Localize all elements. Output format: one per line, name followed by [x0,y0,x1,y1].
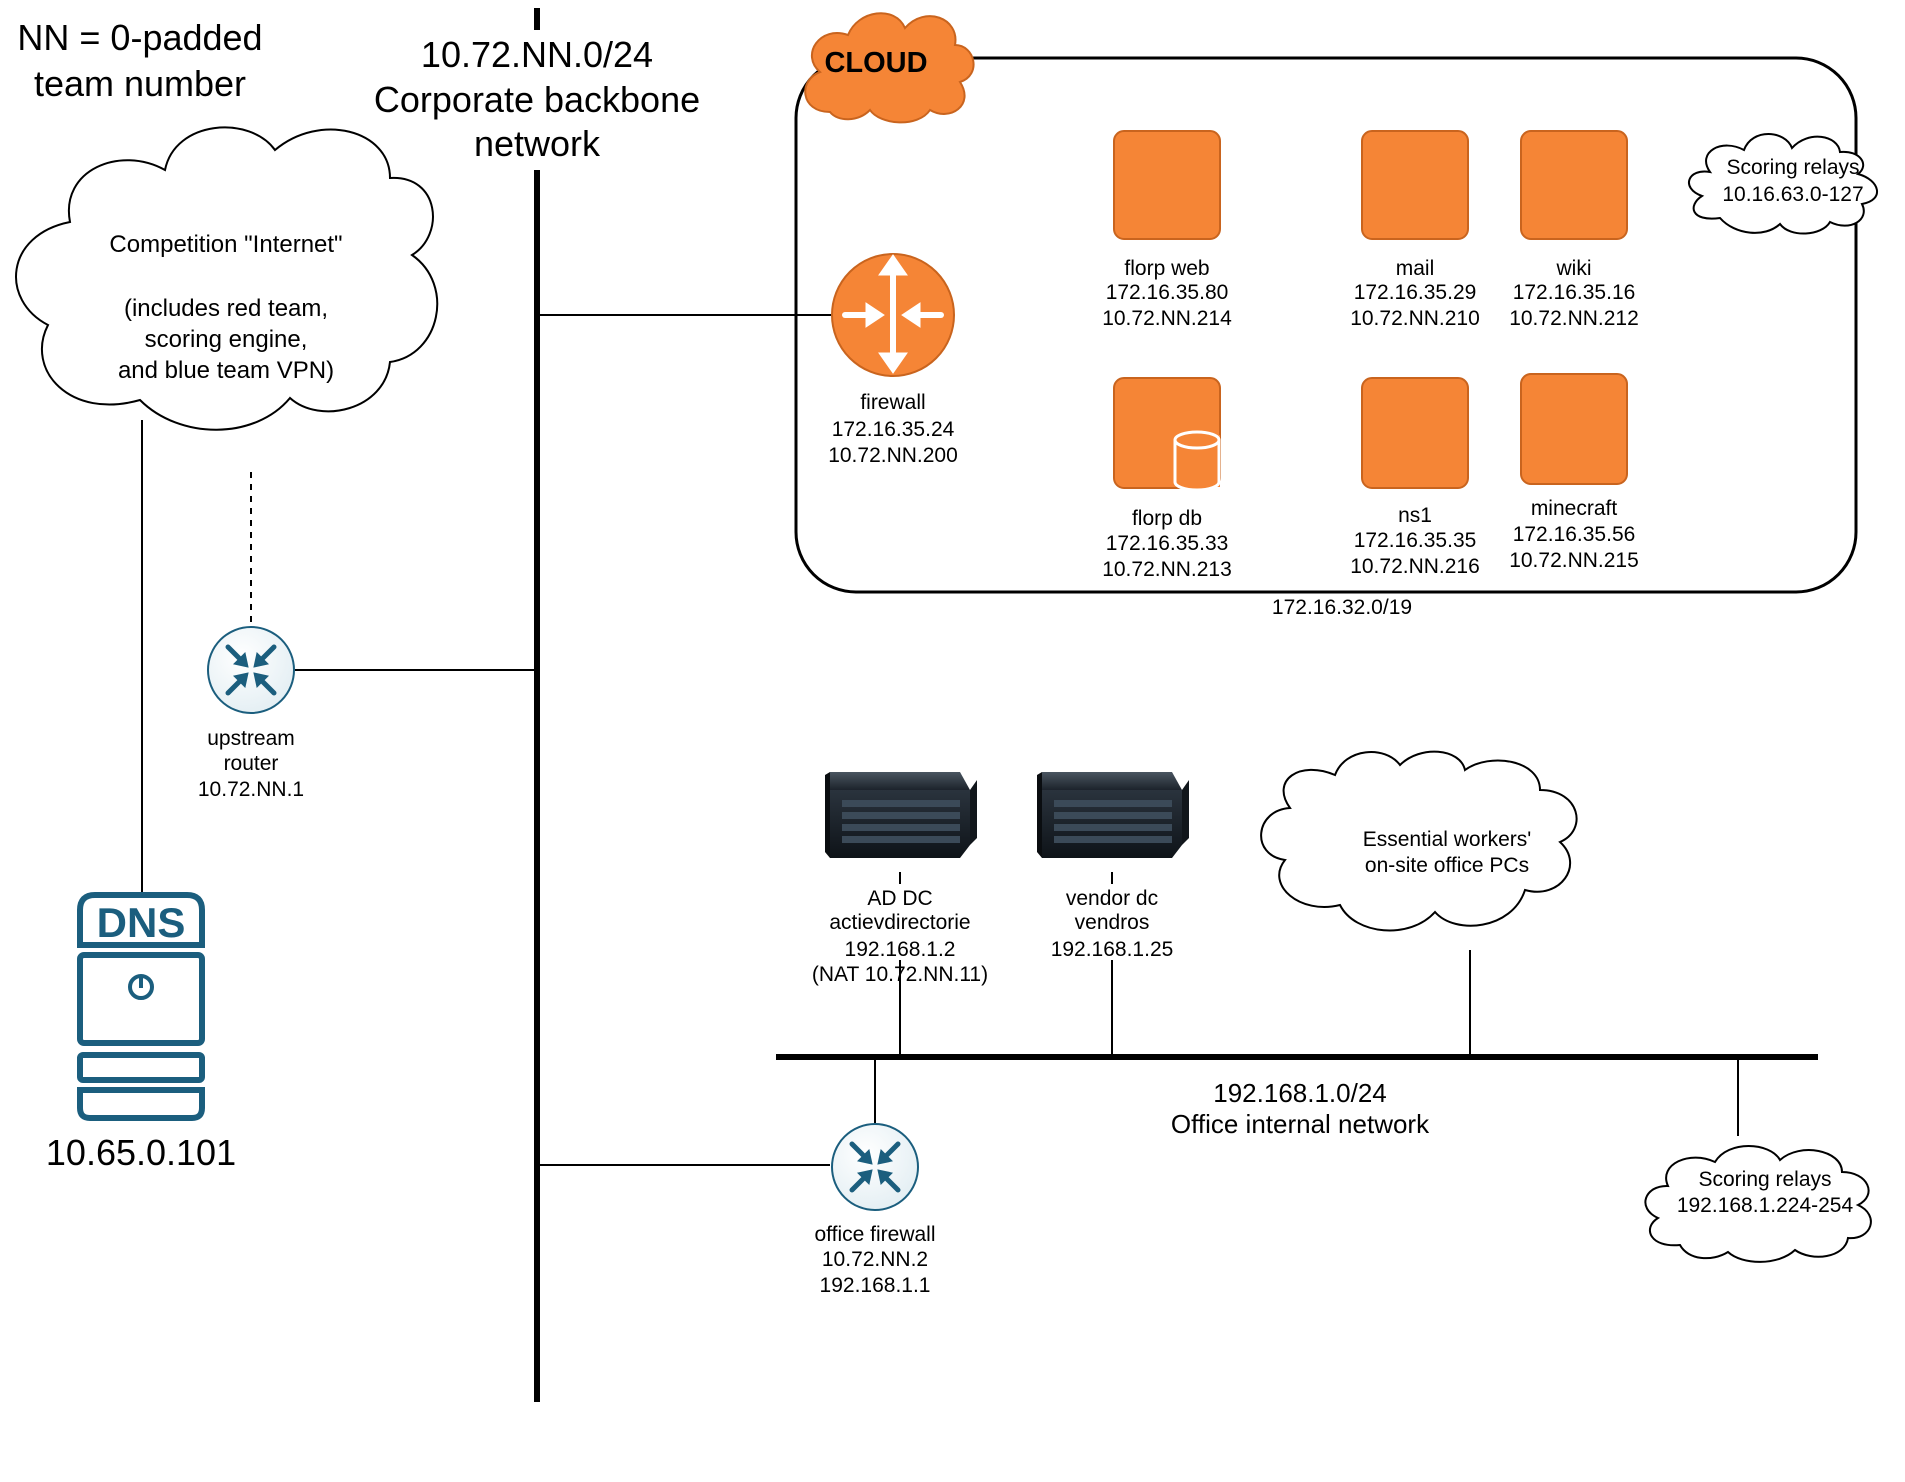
rack-server-icon [1037,772,1189,858]
vendor-dc-server[interactable]: vendor dc vendros 192.168.1.25 [1037,772,1189,961]
workers-line-2: on-site office PCs [1365,854,1529,877]
host-ip-2: 10.72.NN.216 [1350,555,1480,578]
backbone-label: 10.72.NN.0/24 Corporate backbone network [374,34,700,164]
office-scoring-relays-shape [1644,1145,1872,1263]
instance-icon [1361,377,1469,489]
host-ns1[interactable]: ns1 172.16.35.35 10.72.NN.216 [1350,377,1480,578]
ad-dc-line-2: actievdirectorie [829,911,970,934]
instance-icon [1520,373,1628,485]
cloud-zone-boundary [794,56,1858,594]
backbone-title-2: network [474,123,601,164]
cloud-firewall-ip-1: 172.16.35.24 [832,418,955,441]
cloud-firewall[interactable]: firewall 172.16.35.24 10.72.NN.200 [828,253,958,467]
host-name: mail [1396,257,1435,280]
legend-line-1: NN = 0-padded [17,17,262,58]
host-name: florp db [1132,507,1202,530]
cloud-firewall-name: firewall [860,391,925,414]
instance-icon [1113,130,1221,240]
vendor-dc-line-3: 192.168.1.25 [1051,938,1174,961]
host-florp-db[interactable]: florp db 172.16.35.33 10.72.NN.213 [1102,377,1232,581]
host-ip-2: 10.72.NN.212 [1509,307,1639,330]
upstream-router[interactable]: upstream router 10.72.NN.1 [198,626,304,801]
workers-cloud-shape [1260,750,1578,932]
upstream-router-ip: 10.72.NN.1 [198,778,304,801]
workers-line-1: Essential workers' [1363,828,1532,851]
connectors [141,8,1818,1402]
host-ip-2: 10.72.NN.213 [1102,558,1232,581]
dns-badge: DNS [97,899,186,946]
rack-server-icon [825,772,977,858]
cloud-badge-label: CLOUD [824,47,927,79]
dns-server[interactable]: DNS 10.65.0.101 [46,892,236,1173]
host-name: florp web [1124,257,1209,280]
cloud-zone: CLOUD firewall 172.16.35.24 10.72.NN.200 [794,12,1879,619]
cloud-firewall-ip-2: 10.72.NN.200 [828,444,958,467]
vendor-dc-line-2: vendros [1075,911,1150,934]
office-subnet: 192.168.1.0/24 [1213,1078,1387,1108]
instance-icon [1361,130,1469,240]
internet-line-1: Competition "Internet" [109,231,342,258]
internet-cloud-shape [15,126,439,431]
host-florp-web[interactable]: florp web 172.16.35.80 10.72.NN.214 [1102,130,1232,330]
host-ip-1: 172.16.35.33 [1106,532,1229,555]
office-scoring-relays-line-1: Scoring relays [1698,1168,1831,1191]
host-name: wiki [1556,257,1592,280]
cloud-subnet-label: 172.16.32.0/19 [1272,596,1412,619]
host-ip-1: 172.16.35.35 [1354,529,1477,552]
database-instance-icon [1113,377,1221,492]
instance-icon [1520,130,1628,240]
office-firewall[interactable]: office firewall 10.72.NN.2 192.168.1.1 [815,1123,936,1297]
internet-line-4: and blue team VPN) [118,357,334,384]
host-mail[interactable]: mail 172.16.35.29 10.72.NN.210 [1350,130,1480,330]
firewall-router-icon [831,253,955,377]
office-network-label: 192.168.1.0/24 Office internal network [1171,1078,1430,1139]
dns-server-icon [77,892,205,1121]
cloud-scoring-relays-line-1: Scoring relays [1726,156,1859,179]
host-ip-1: 172.16.35.56 [1513,523,1636,546]
backbone-title: Corporate backbone [374,79,700,120]
internet-line-3: scoring engine, [145,326,308,353]
host-name: minecraft [1531,497,1618,520]
upstream-router-line-2: router [224,752,279,775]
cloud-scoring-relays: Scoring relays 10.16.63.0-127 [1688,133,1879,235]
internet-line-2: (includes red team, [124,295,328,322]
host-ip-2: 10.72.NN.214 [1102,307,1232,330]
host-ip-1: 172.16.35.29 [1354,281,1477,304]
router-icon [831,1123,919,1211]
office-firewall-ip-1: 10.72.NN.2 [822,1248,928,1271]
cloud-scoring-relays-shape [1688,133,1879,235]
office-network-title: Office internal network [1171,1109,1430,1139]
host-wiki[interactable]: wiki 172.16.35.16 10.72.NN.212 [1509,130,1639,330]
internet-cloud: Competition "Internet" (includes red tea… [15,126,439,431]
office-firewall-name: office firewall [815,1223,936,1246]
office-scoring-relays-line-2: 192.168.1.224-254 [1677,1194,1854,1217]
backbone-subnet: 10.72.NN.0/24 [421,34,653,75]
host-ip-1: 172.16.35.16 [1513,281,1636,304]
host-name: ns1 [1398,504,1432,527]
ad-dc-line-4: (NAT 10.72.NN.11) [812,963,988,986]
workers-cloud: Essential workers' on-site office PCs [1260,750,1578,932]
upstream-router-line-1: upstream [207,727,295,750]
cloud-badge: CLOUD [804,12,975,124]
cloud-badge-icon [804,12,975,124]
cloud-scoring-relays-line-2: 10.16.63.0-127 [1722,183,1863,206]
host-ip-2: 10.72.NN.210 [1350,307,1480,330]
router-icon [207,626,295,714]
dns-ip: 10.65.0.101 [46,1132,236,1173]
ad-dc-line-1: AD DC [867,887,932,910]
legend-line-2: team number [34,63,246,104]
host-ip-1: 172.16.35.80 [1106,281,1229,304]
host-minecraft[interactable]: minecraft 172.16.35.56 10.72.NN.215 [1509,373,1639,572]
office-scoring-relays: Scoring relays 192.168.1.224-254 [1644,1145,1872,1263]
office-firewall-ip-2: 192.168.1.1 [820,1274,931,1297]
host-ip-2: 10.72.NN.215 [1509,549,1639,572]
legend: NN = 0-padded team number [17,17,262,104]
vendor-dc-line-1: vendor dc [1066,887,1158,910]
ad-dc-line-3: 192.168.1.2 [845,938,956,961]
ad-dc-server[interactable]: AD DC actievdirectorie 192.168.1.2 (NAT … [812,772,988,986]
